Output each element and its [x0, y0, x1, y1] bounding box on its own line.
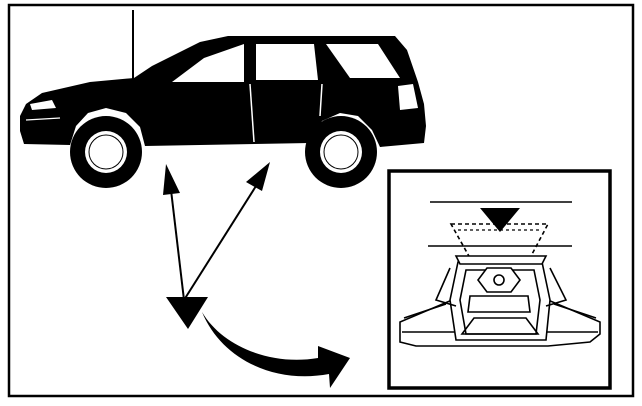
door-seam [249, 83, 255, 143]
triangle-marker-icon [166, 297, 208, 329]
jack-lower-ramp [460, 317, 540, 335]
rear-quarter-window [326, 44, 400, 78]
curved-arrow-icon [202, 312, 350, 388]
front-jacking-point-arrowhead [163, 164, 180, 195]
rear-door-seam [319, 83, 323, 117]
jack-saddle-lip [454, 255, 548, 265]
down-triangle-icon [480, 208, 520, 232]
rear-door-window [256, 44, 318, 80]
rear-jacking-point-arrowhead [246, 162, 270, 191]
jacking-point-arrows [163, 162, 270, 301]
suv-side-profile-icon [20, 36, 426, 188]
front-jacking-point-arrow-line [170, 189, 185, 301]
jack-right-pad [553, 303, 597, 319]
outer-frame [7, 3, 635, 398]
front-window [172, 44, 244, 82]
jack-screw-block [467, 295, 531, 313]
rear-wheel [305, 116, 377, 188]
jack-detail-inset [387, 169, 612, 390]
vehicle-body [20, 36, 426, 147]
jack-left-pad [403, 303, 447, 319]
jack-right-wing [545, 267, 568, 307]
rear-jacking-point-arrow-line [183, 185, 257, 301]
tail-light [398, 84, 418, 110]
front-wheel [70, 116, 142, 188]
headlight [30, 100, 56, 110]
jack-head-saddle-icon [399, 255, 601, 347]
fender-line [25, 117, 61, 121]
jack-nut-center [493, 274, 505, 286]
jack-hex-nut [477, 267, 521, 293]
jack-left-wing [434, 267, 457, 307]
